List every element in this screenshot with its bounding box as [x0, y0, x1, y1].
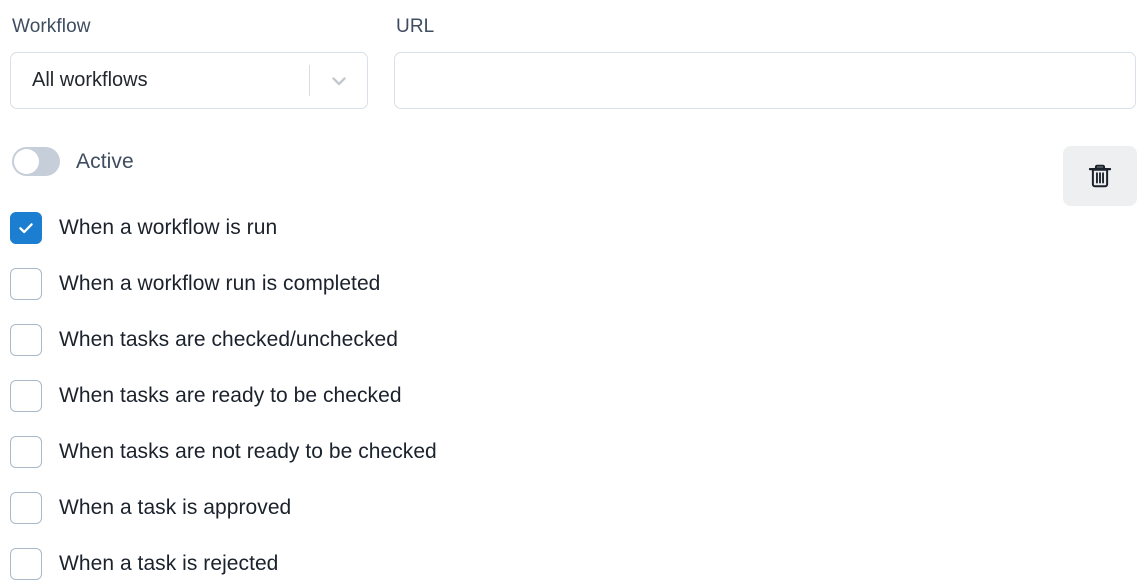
event-checkbox-item[interactable]: When a workflow is run [10, 200, 1050, 256]
active-toggle-label: Active [76, 149, 134, 173]
workflow-select-value: All workflows [32, 69, 148, 91]
event-checkbox-item[interactable]: When tasks are ready to be checked [10, 368, 1050, 424]
workflow-select[interactable]: All workflows [10, 52, 368, 109]
checkbox-unchecked-icon[interactable] [10, 268, 42, 300]
select-divider [309, 65, 310, 96]
delete-button[interactable] [1063, 146, 1137, 206]
chevron-down-icon[interactable] [310, 53, 367, 108]
checkbox-unchecked-icon[interactable] [10, 492, 42, 524]
trash-icon [1086, 162, 1114, 190]
event-checkbox-item[interactable]: When a task is rejected [10, 536, 1050, 580]
event-checkbox-label: When a workflow run is completed [59, 272, 381, 295]
event-checkbox-item[interactable]: When a workflow run is completed [10, 256, 1050, 312]
url-input[interactable] [394, 52, 1136, 109]
event-checkbox-label: When tasks are not ready to be checked [59, 440, 437, 463]
event-checkbox-item[interactable]: When tasks are not ready to be checked [10, 424, 1050, 480]
url-field-group: URL [394, 0, 1136, 109]
event-checkbox-item[interactable]: When tasks are checked/unchecked [10, 312, 1050, 368]
active-toggle[interactable] [12, 147, 60, 176]
filter-row: Workflow All workflows URL [0, 0, 1148, 130]
workflow-label: Workflow [12, 16, 91, 37]
checkbox-unchecked-icon[interactable] [10, 380, 42, 412]
active-toggle-row: Active [12, 147, 134, 176]
event-checkbox-label: When a task is rejected [59, 552, 279, 575]
event-checkbox-label: When a task is approved [59, 496, 292, 519]
checkbox-checked-icon[interactable] [10, 212, 42, 244]
checkbox-unchecked-icon[interactable] [10, 324, 42, 356]
event-checkbox-label: When tasks are checked/unchecked [59, 328, 398, 351]
event-checkbox-label: When tasks are ready to be checked [59, 384, 402, 407]
checkbox-unchecked-icon[interactable] [10, 548, 42, 580]
event-checkbox-item[interactable]: When a task is approved [10, 480, 1050, 536]
workflow-field-group: Workflow All workflows [10, 0, 368, 109]
toggle-knob [14, 149, 39, 174]
url-label: URL [396, 16, 435, 37]
checkbox-unchecked-icon[interactable] [10, 436, 42, 468]
event-checkbox-label: When a workflow is run [59, 216, 278, 239]
